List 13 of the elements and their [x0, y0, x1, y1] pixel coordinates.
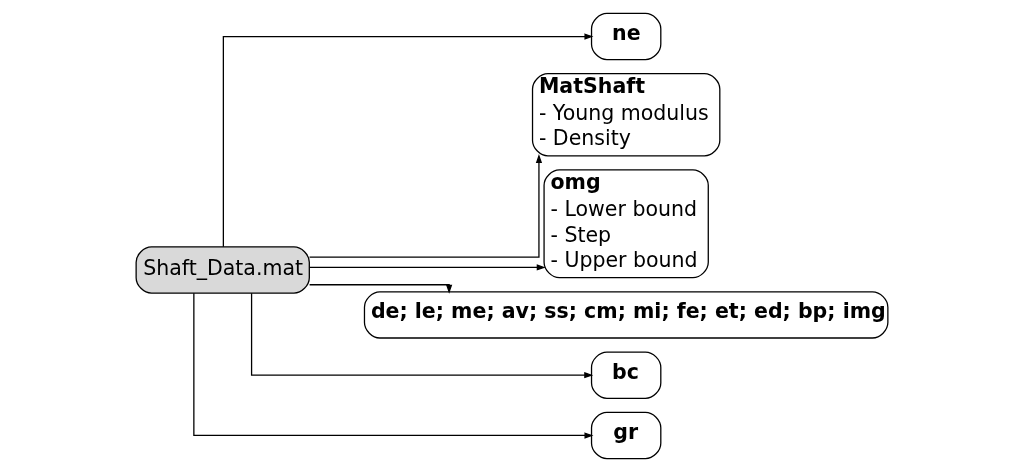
node-box: omg - Lower bound - Step - Upper bound: [543, 169, 709, 279]
node-box: gr: [590, 411, 662, 460]
node-box: MatShaft - Young modulus - Density: [531, 73, 721, 157]
node-box: bc: [590, 351, 662, 399]
arrow: [309, 264, 546, 271]
arrow: [308, 284, 453, 294]
node-box: de; le; me; av; ss; cm; mi; fe; et; ed; bp; img: [363, 291, 889, 339]
arrow: [250, 292, 594, 379]
arrow: [222, 33, 594, 248]
node-box: Shaft_Data.mat: [135, 246, 310, 294]
arrow: [193, 292, 594, 439]
node-box: ne: [590, 12, 662, 61]
arrow: [308, 154, 543, 258]
